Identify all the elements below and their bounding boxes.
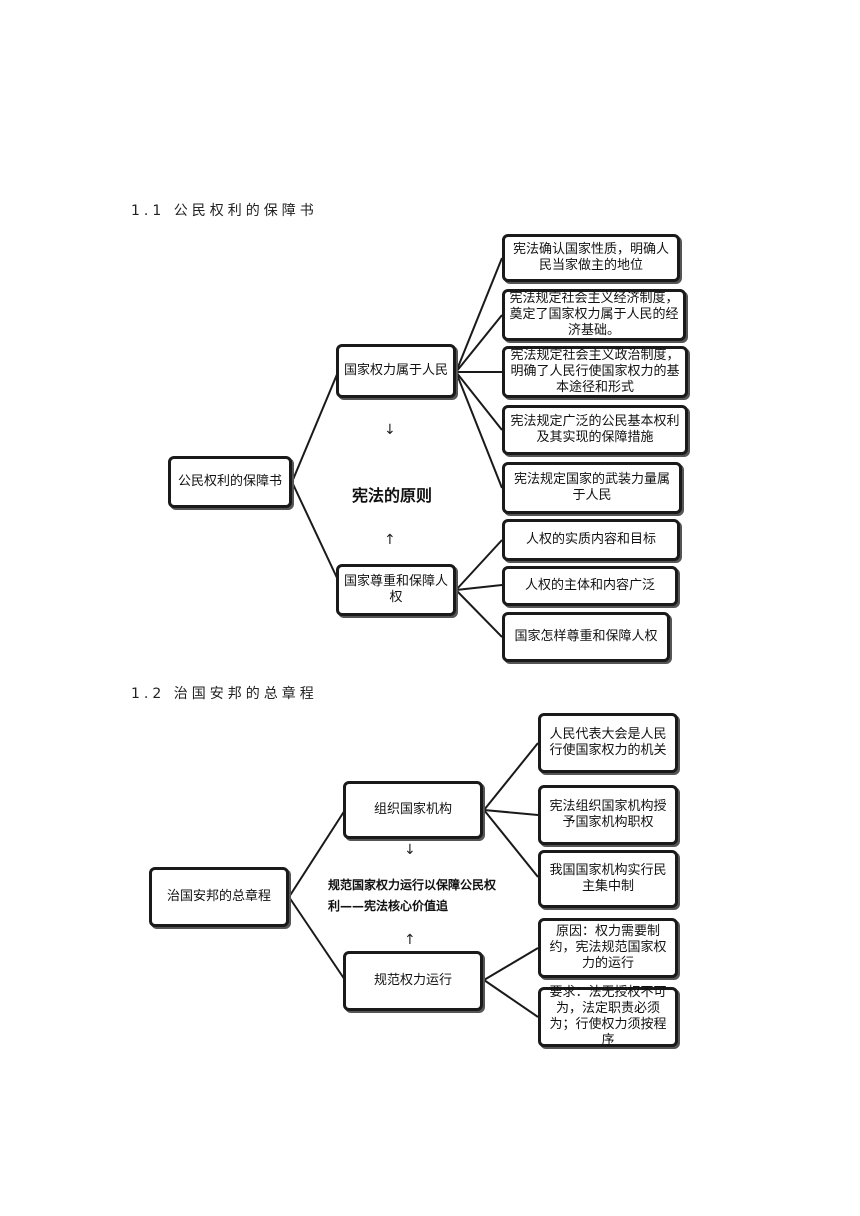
leaf-node-requirement: 要求：法无授权不可为，法定职责必须为；行使权力须按程序 xyxy=(538,985,678,1048)
leaf-node-label: 要求：法无授权不可为，法定职责必须为；行使权力须按程序 xyxy=(549,985,667,1048)
leaf-node-reason: 原因：权力需要制约，宪法规范国家权力的运行 xyxy=(538,918,678,978)
leaf-node-rights-subject: 人权的主体和内容广泛 xyxy=(502,566,678,606)
center-core-value-label: 规范国家权力运行以保障公民权利——宪法核心价值追 xyxy=(328,878,497,913)
leaf-node-basic-rights: 宪法规定广泛的公民基本权利及其实现的保障措施 xyxy=(502,405,688,455)
leaf-node-political-system: 宪法规定社会主义政治制度，明确了人民行使国家权力的基本途径和形式 xyxy=(502,346,688,398)
root-node-2: 治国安邦的总章程 xyxy=(149,867,289,927)
leaf-node-label: 宪法规定国家的武装力量属于人民 xyxy=(513,472,670,503)
branch-node-state-power-label: 国家权力属于人民 xyxy=(343,363,448,378)
root-node-1: 公民权利的保障书 xyxy=(168,456,292,508)
leaf-node-label: 国家怎样尊重和保障人权 xyxy=(514,629,658,644)
leaf-node-npc: 人民代表大会是人民行使国家权力的机关 xyxy=(538,713,678,773)
leaf-node-economic-system: 宪法规定社会主义经济制度，奠定了国家权力属于人民的经济基础。 xyxy=(502,289,686,341)
branch-node-state-power: 国家权力属于人民 xyxy=(336,344,456,398)
leaf-node-label: 宪法规定社会主义政治制度，明确了人民行使国家权力的基本途径和形式 xyxy=(510,348,680,395)
leaf-node-how-protect: 国家怎样尊重和保障人权 xyxy=(502,612,670,662)
leaf-node-label: 人民代表大会是人民行使国家权力的机关 xyxy=(549,727,667,758)
branch-node-organize-organs-label: 组织国家机构 xyxy=(373,802,452,817)
section-1-title: 1.1 公民权利的保障书 xyxy=(131,203,318,219)
leaf-node-state-nature: 宪法确认国家性质，明确人民当家做主的地位 xyxy=(502,234,680,282)
branch-node-regulate-power: 规范权力运行 xyxy=(343,951,483,1011)
center-principle-label: 宪法的原则 xyxy=(351,486,432,505)
root-node-2-label: 治国安邦的总章程 xyxy=(166,889,271,904)
branch-node-human-rights-label: 国家尊重和保障人权 xyxy=(343,574,448,605)
branch-node-organize-organs: 组织国家机构 xyxy=(343,781,483,839)
leaf-node-rights-content: 人权的实质内容和目标 xyxy=(502,519,680,561)
leaf-node-democratic-centralism: 我国国家机构实行民主集中制 xyxy=(538,850,678,908)
leaf-node-label: 宪法规定社会主义经济制度，奠定了国家权力属于人民的经济基础。 xyxy=(509,291,679,338)
leaf-node-grant-powers: 宪法组织国家机构授予国家机构职权 xyxy=(538,785,678,845)
leaf-node-label: 宪法规定广泛的公民基本权利及其实现的保障措施 xyxy=(510,414,680,445)
section-2-title: 1.2 治国安邦的总章程 xyxy=(131,686,318,702)
leaf-node-armed-forces: 宪法规定国家的武装力量属于人民 xyxy=(502,462,682,514)
branch-node-human-rights: 国家尊重和保障人权 xyxy=(336,564,456,616)
arrow-down-icon: ↓ xyxy=(404,842,416,858)
root-node-1-label: 公民权利的保障书 xyxy=(177,474,282,489)
leaf-node-label: 人权的主体和内容广泛 xyxy=(524,578,655,593)
leaf-node-label: 人权的实质内容和目标 xyxy=(525,532,656,547)
arrow-up-icon: ↑ xyxy=(384,532,396,548)
leaf-node-label: 原因：权力需要制约，宪法规范国家权力的运行 xyxy=(549,924,667,971)
arrow-down-icon: ↓ xyxy=(384,422,396,438)
leaf-node-label: 宪法组织国家机构授予国家机构职权 xyxy=(549,799,667,830)
branch-node-regulate-power-label: 规范权力运行 xyxy=(373,973,452,988)
arrow-up-icon: ↑ xyxy=(404,932,416,948)
leaf-node-label: 我国国家机构实行民主集中制 xyxy=(549,863,667,894)
leaf-node-label: 宪法确认国家性质，明确人民当家做主的地位 xyxy=(512,242,669,273)
